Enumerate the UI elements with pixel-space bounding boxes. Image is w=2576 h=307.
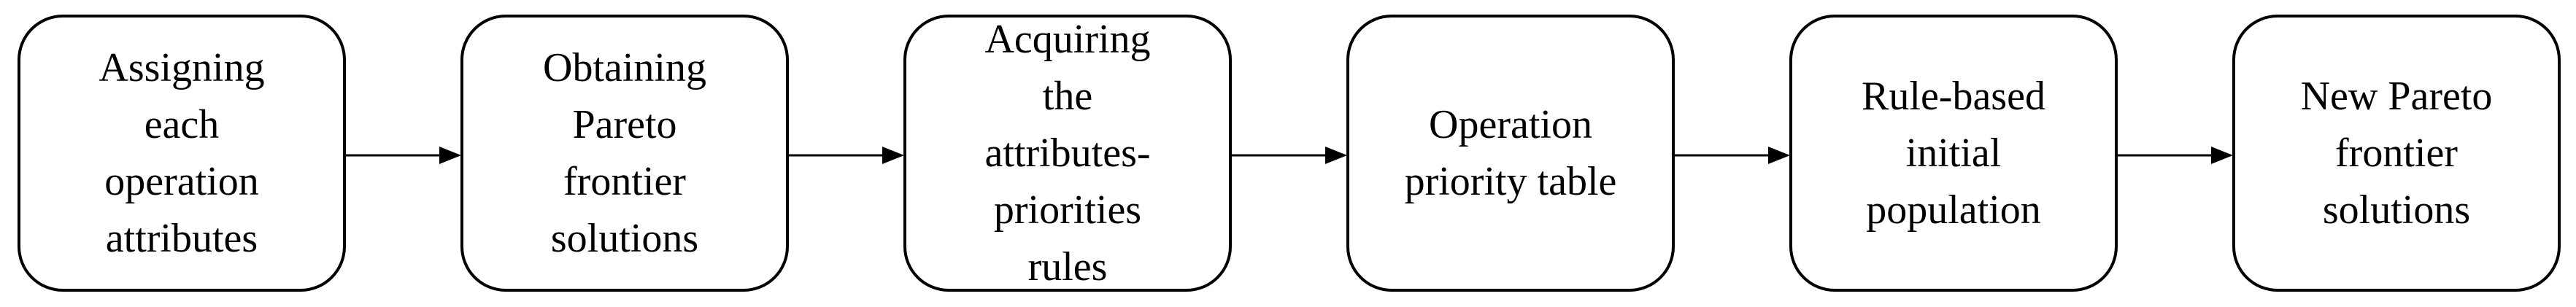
step-6-line-3: solutions [2322, 187, 2471, 233]
step-3-box: Acquiring the attributes- priorities rul… [903, 15, 1232, 292]
step-5-box: Rule-based initial population [1789, 15, 2118, 292]
step-5-line-3: population [1866, 187, 2041, 233]
step-1-line-2: each [144, 102, 220, 147]
step-5-label: Rule-based initial population [1862, 68, 2045, 238]
step-4-box: Operation priority table [1346, 15, 1675, 292]
step-5-line-2: initial [1905, 131, 2002, 176]
step-3-line-3: attributes- [984, 131, 1151, 176]
step-6-box: New Pareto frontier solutions [2232, 15, 2561, 292]
step-3-line-4: priorities [993, 187, 1142, 233]
step-4-label: Operation priority table [1405, 96, 1617, 210]
step-1-line-1: Assigning [99, 45, 265, 90]
step-1-line-4: attributes [105, 216, 258, 261]
step-3-line-5: rules [1027, 244, 1108, 289]
step-6-label: New Pareto frontier solutions [2301, 68, 2493, 238]
step-2-line-2: Pareto [572, 102, 677, 147]
step-5-line-1: Rule-based [1862, 74, 2045, 119]
step-1-label: Assigning each operation attributes [99, 39, 264, 267]
step-3-label: Acquiring the attributes- priorities rul… [984, 11, 1150, 295]
step-2-line-1: Obtaining [543, 45, 706, 90]
step-6-line-2: frontier [2335, 131, 2458, 176]
step-2-label: Obtaining Pareto frontier solutions [543, 39, 706, 267]
step-2-line-3: frontier [563, 159, 686, 204]
step-2-line-4: solutions [550, 216, 699, 261]
step-6-line-1: New Pareto [2300, 74, 2493, 119]
step-4-line-1: Operation [1429, 102, 1592, 147]
step-2-box: Obtaining Pareto frontier solutions [460, 15, 789, 292]
step-3-line-2: the [1042, 74, 1093, 119]
step-4-line-2: priority table [1404, 159, 1617, 204]
step-1-line-3: operation [104, 159, 259, 204]
step-1-box: Assigning each operation attributes [18, 15, 346, 292]
step-3-line-1: Acquiring [984, 17, 1151, 62]
